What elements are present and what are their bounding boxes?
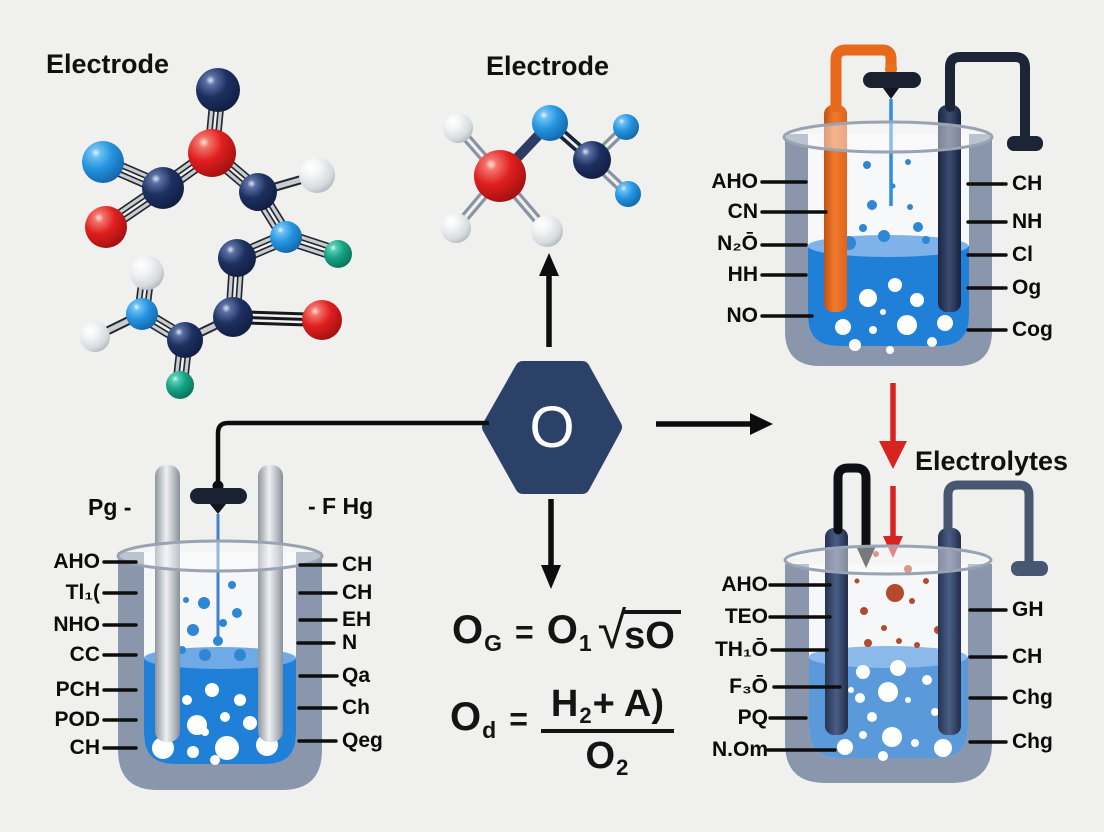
cell-bl-right-label: N bbox=[342, 631, 358, 654]
slate-wire bbox=[943, 480, 1034, 567]
f1-rhs: O bbox=[546, 608, 578, 652]
cell-bl-right-label: Qeg bbox=[342, 729, 383, 752]
f2-num-rest: + A) bbox=[592, 683, 665, 725]
cell-tr-left-label: NO bbox=[726, 304, 759, 327]
cell-bl-right-label: Ch bbox=[342, 696, 370, 719]
cell-bl-right-label: CH bbox=[342, 581, 373, 604]
cell-br-left-label: TH₁Ō bbox=[714, 638, 768, 661]
hexagon-label: O bbox=[529, 395, 574, 460]
f1-radical-sign: √ bbox=[597, 602, 627, 660]
cell-bottom-right bbox=[766, 463, 1048, 783]
hexagon-node: O bbox=[482, 361, 622, 494]
black-arrow-wire bbox=[833, 463, 871, 551]
f1-lhs: O bbox=[452, 608, 484, 652]
cathode-navy bbox=[938, 105, 961, 312]
electrode-navy-left bbox=[825, 528, 848, 735]
f2-num-sub: 2 bbox=[579, 703, 592, 728]
red-dashed-arrow bbox=[879, 383, 907, 558]
f2-num-main: H bbox=[550, 683, 579, 725]
gas-dots bbox=[178, 581, 246, 661]
f2-equals: = bbox=[509, 701, 528, 737]
title-electrolytes: Electrolytes bbox=[915, 446, 1069, 476]
cell-bottom-left bbox=[102, 465, 339, 790]
ion-dots bbox=[854, 551, 942, 648]
beaker-rim bbox=[116, 539, 324, 573]
f1-rhs-sub: 1 bbox=[578, 630, 592, 656]
cell-bl-left-label: AHO bbox=[53, 550, 100, 573]
navy-wire bbox=[945, 52, 1030, 142]
f2-den-sub: 2 bbox=[616, 755, 629, 780]
anode-orange bbox=[824, 105, 847, 312]
f1-lhs-sub: G bbox=[484, 630, 503, 656]
cell-br-right-label: Chg bbox=[1012, 686, 1053, 709]
cell-tr-right-label: NH bbox=[1012, 210, 1043, 233]
arrow-down bbox=[541, 499, 561, 589]
bubbles bbox=[837, 660, 952, 761]
gas-dots bbox=[842, 159, 930, 250]
cell-bl-left-label: CC bbox=[69, 643, 100, 666]
orange-wire bbox=[830, 44, 897, 113]
cell-tr-right-label: Cl bbox=[1012, 243, 1033, 266]
cell-br-right-label: CH bbox=[1012, 645, 1043, 668]
cell-tr-right-label: CH bbox=[1012, 172, 1043, 195]
label-ticks bbox=[766, 583, 1008, 752]
title-electrode-left: Electrode bbox=[46, 49, 170, 79]
bubbles bbox=[835, 278, 953, 354]
bubbles bbox=[152, 683, 278, 765]
arrow-right bbox=[656, 413, 773, 435]
cell-br-left-label: PQ bbox=[737, 706, 768, 729]
terminal-label-left: Pg - bbox=[88, 494, 132, 520]
cell-br-left-label: N.Om bbox=[711, 738, 768, 761]
cell-br-right-label: Chg bbox=[1012, 730, 1053, 753]
cell-tr-left-label: CN bbox=[727, 200, 758, 223]
f2-lhs-sub: d bbox=[482, 717, 497, 743]
molecule-large bbox=[80, 68, 352, 399]
cell-tr-left-label: AHO bbox=[711, 170, 758, 193]
arrow-up bbox=[539, 253, 559, 347]
cell-bl-left-label: Tl₁( bbox=[65, 581, 100, 604]
electrode-silver-left bbox=[155, 465, 180, 742]
cell-br-left-label: AHO bbox=[721, 573, 768, 596]
title-electrode-center: Electrode bbox=[486, 51, 610, 81]
cell-bl-left-label: CH bbox=[69, 736, 100, 759]
cell-tr-left-label: HH bbox=[727, 263, 758, 286]
cell-br-left-label: F₃Ō bbox=[729, 675, 768, 698]
wire-terminal bbox=[1007, 136, 1043, 151]
cell-tr-left-label: N₂Ō bbox=[717, 232, 758, 255]
label-ticks bbox=[102, 560, 339, 750]
f1-equals: = bbox=[515, 614, 534, 650]
wire-hexagon-to-left-cell bbox=[215, 420, 489, 488]
f1-radicand: sO bbox=[622, 610, 681, 655]
f2-den-main: O bbox=[585, 735, 616, 777]
cell-tr-right-label: Cog bbox=[1012, 318, 1053, 341]
cell-bl-left-label: PCH bbox=[55, 678, 100, 701]
cell-bl-right-label: EH bbox=[342, 608, 372, 631]
cell-br-left-label: TEO bbox=[724, 605, 768, 628]
molecule-small bbox=[441, 105, 641, 247]
terminal-label-right: - F Hg bbox=[308, 493, 374, 519]
probe-connector bbox=[863, 72, 921, 88]
cell-bl-right-label: Qa bbox=[342, 664, 371, 687]
electrode-silver-right bbox=[258, 465, 283, 742]
f2-lhs: O bbox=[450, 695, 482, 739]
cell-tr-right-label: Og bbox=[1012, 276, 1042, 299]
wire-terminal bbox=[1011, 561, 1048, 576]
cell-bl-right-label: CH bbox=[342, 553, 373, 576]
beaker-rim bbox=[782, 120, 994, 154]
cell-br-right-label: GH bbox=[1012, 598, 1044, 621]
label-ticks bbox=[760, 180, 1008, 332]
probe-connector bbox=[190, 488, 247, 504]
cell-bl-left-label: NHO bbox=[53, 613, 100, 636]
cell-bl-left-label: POD bbox=[54, 708, 100, 731]
electrode-navy-right bbox=[938, 528, 961, 735]
beaker-rim bbox=[783, 544, 993, 576]
cell-top-right bbox=[760, 44, 1043, 366]
